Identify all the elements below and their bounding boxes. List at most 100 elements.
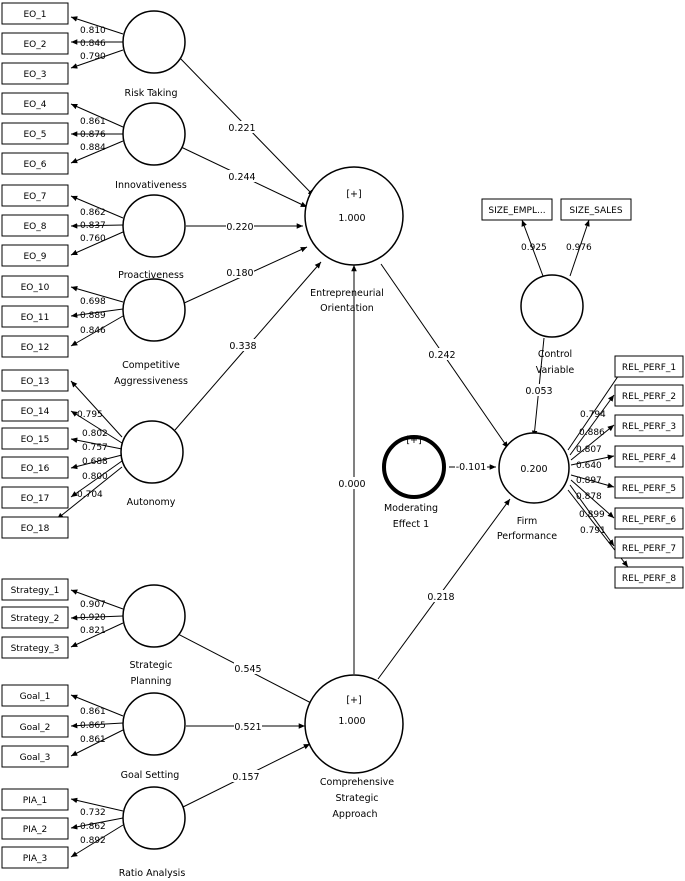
indicator-rel-perf-2: REL_PERF_2 (614, 384, 684, 407)
indicator-label: REL_PERF_2 (622, 392, 676, 402)
indicator-label: Strategy_1 (11, 586, 60, 596)
firm-r-squared: 0.200 (520, 464, 547, 475)
loading-label: 0.878 (576, 492, 602, 502)
indicator-eo-2: EO_2 (1, 32, 69, 55)
label-strategic: Strategic (130, 660, 173, 671)
construct-labels: Risk Taking Innovativeness Proactiveness… (114, 88, 574, 879)
indicator-label: EO_11 (21, 313, 50, 323)
moderating-plus-marker: [+] (406, 435, 421, 446)
path-eo-fp: 0.242 (428, 350, 455, 361)
indicator-label: EO_12 (21, 343, 50, 353)
loading-label: 0.846 (80, 39, 106, 49)
indicator-label: Strategy_2 (11, 614, 60, 624)
indicator-eo-7: EO_7 (1, 184, 69, 207)
construct-proactiveness (122, 194, 186, 258)
indicator-rel-perf-1: REL_PERF_1 (614, 355, 684, 378)
construct-innovativeness (122, 102, 186, 166)
loading-label: 0.876 (80, 130, 106, 140)
label-approach: Approach (332, 809, 377, 820)
label-control: Control (538, 349, 572, 360)
indicator-eo-9: EO_9 (1, 244, 69, 267)
construct-goal-setting (122, 692, 186, 756)
path-gs-csa: 0.521 (234, 722, 261, 733)
path-mod-fp: -0.101 (456, 462, 487, 473)
loading-label: 0.899 (579, 510, 605, 520)
loading-label: 0.861 (80, 707, 106, 717)
loading-label: 0.757 (82, 443, 108, 453)
indicator-label: REL_PERF_1 (622, 363, 676, 373)
label-competitive: Competitive (122, 360, 180, 371)
indicator-goal-1: Goal_1 (1, 684, 69, 707)
indicator-strategy-2: Strategy_2 (1, 606, 69, 629)
indicator-label: SIZE_SALES (569, 206, 622, 216)
label-risk-taking: Risk Taking (125, 88, 178, 99)
loading-label: 0.698 (80, 297, 106, 307)
indicator-eo-14: EO_14 (1, 399, 69, 422)
indicator-label: EO_13 (21, 377, 50, 387)
construct-autonomy (120, 420, 184, 484)
latent-constructs (120, 10, 584, 850)
loading-label: 0.862 (80, 208, 106, 218)
loading-label: 0.861 (80, 735, 106, 745)
indicator-label: EO_9 (24, 252, 47, 262)
indicator-label: PIA_1 (23, 796, 47, 806)
construct-entrepreneurial-orientation (304, 166, 404, 266)
indicator-rel-perf-4: REL_PERF_4 (614, 445, 684, 468)
path-inn-eo: 0.244 (228, 172, 255, 183)
path-aut-eo: 0.338 (229, 341, 256, 352)
indicator-goal-2: Goal_2 (1, 715, 69, 738)
label-entrepreneurial: Entrepreneurial (310, 288, 384, 299)
path-pro-eo: 0.220 (226, 222, 253, 233)
path-csa-fp: 0.218 (427, 592, 454, 603)
indicator-label: EO_6 (24, 160, 47, 170)
indicator-label: Goal_2 (20, 723, 51, 733)
indicator-eo-15: EO_15 (1, 427, 69, 450)
label-autonomy: Autonomy (127, 497, 176, 508)
loading-label: 0.862 (80, 822, 106, 832)
indicator-label: REL_PERF_6 (622, 515, 676, 525)
indicator-rel-perf-8: REL_PERF_8 (614, 566, 684, 589)
indicator-label: EO_4 (24, 100, 47, 110)
loading-label: 0.907 (80, 600, 106, 610)
indicator-label: EO_18 (21, 524, 50, 534)
loading-label: 0.976 (566, 243, 592, 253)
label-effect-1: Effect 1 (393, 519, 429, 530)
indicator-label: REL_PERF_7 (622, 544, 676, 554)
indicator-label: EO_1 (24, 10, 47, 20)
loading-label: 0.791 (580, 526, 606, 536)
label-variable: Variable (536, 365, 575, 376)
loading-label: 0.790 (80, 52, 106, 62)
path-ca-eo: 0.180 (226, 268, 253, 279)
connections (56, 16, 629, 858)
loading-label: 0.704 (77, 490, 103, 500)
loading-label: 0.920 (80, 613, 106, 623)
label-goal-setting: Goal Setting (121, 770, 180, 781)
construct-moderating-effect (382, 435, 446, 499)
indicator-label: EO_5 (24, 130, 47, 140)
indicator-goal-3: Goal_3 (1, 745, 69, 768)
indicator-label: REL_PERF_8 (622, 574, 676, 584)
indicator-eo-3: EO_3 (1, 62, 69, 85)
loading-label: 0.732 (80, 808, 106, 818)
indicator-eo-6: EO_6 (1, 152, 69, 175)
construct-firm-performance (498, 432, 570, 504)
path-sp-csa: 0.545 (234, 664, 261, 675)
indicator-eo-4: EO_4 (1, 92, 69, 115)
indicator-size-sales: SIZE_SALES (560, 198, 632, 221)
construct-competitive-aggressiveness (122, 278, 186, 342)
indicator-label: PIA_2 (23, 825, 47, 835)
indicator-eo-11: EO_11 (1, 305, 69, 328)
indicator-label: Goal_1 (20, 692, 51, 702)
loading-label: 0.795 (77, 410, 103, 420)
loading-label: 0.800 (82, 472, 108, 482)
indicator-label: REL_PERF_4 (622, 453, 676, 463)
loading-label: 0.889 (80, 311, 106, 321)
indicator-rel-perf-3: REL_PERF_3 (614, 414, 684, 437)
indicator-eo-17: EO_17 (1, 486, 69, 509)
loading-label: 0.886 (579, 428, 605, 438)
label-firm: Firm (517, 516, 537, 527)
loading-label: 0.688 (82, 457, 108, 467)
label-innovativeness: Innovativeness (115, 180, 187, 191)
